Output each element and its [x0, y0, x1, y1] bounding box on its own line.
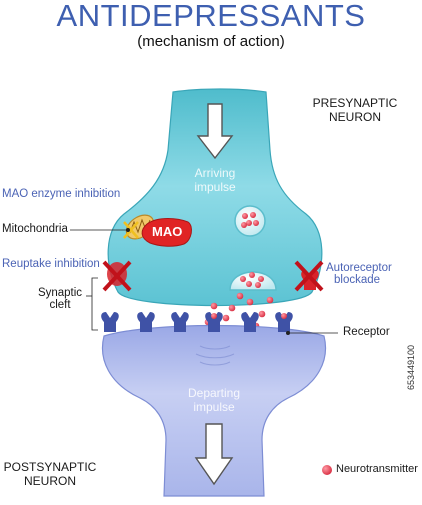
mao-inhibitor-icon: [123, 221, 139, 239]
diagram-title: ANTIDEPRESSANTS: [56, 0, 366, 33]
neurotransmitter-legend-dot: [322, 465, 332, 475]
mao-enzyme-inhibition-label: MAO enzyme inhibition: [2, 188, 121, 200]
autoreceptor-blocked: [294, 260, 324, 292]
departing-impulse-arrow: [194, 423, 234, 486]
leader-lines: [70, 227, 338, 335]
neurotransmitter-legend-label: Neurotransmitter: [336, 463, 418, 475]
mitochondria-label: Mitochondria: [2, 223, 68, 235]
mao-enzyme: [141, 218, 192, 247]
arriving-impulse-label: Arriving impulse: [194, 166, 236, 194]
docking-vesicle: [229, 271, 277, 291]
presynaptic-neuron: [107, 88, 323, 307]
synaptic-cleft-label: Synaptic cleft: [37, 287, 83, 311]
synaptic-vesicle: [234, 205, 266, 237]
postsynaptic-receptors: [101, 312, 293, 332]
presynaptic-label: PRESYNAPTIC NEURON: [312, 96, 398, 124]
reuptake-inhibition-label: Reuptake inhibition: [2, 258, 100, 270]
diagram-subtitle: (mechanism of action): [137, 33, 285, 50]
bound-neurotransmitter: [211, 313, 217, 319]
receptor-label: Receptor: [343, 326, 390, 338]
mao-label: MAO: [152, 224, 183, 239]
reuptake-transporter-blocked: [102, 260, 132, 292]
departing-impulse-label: Departing impulse: [187, 386, 241, 414]
bound-neurotransmitter: [281, 313, 287, 319]
autoreceptor-blockade-label: Autoreceptor blockade: [326, 262, 392, 286]
stock-image-id: 653449100: [406, 344, 416, 390]
membrane-ripples: [195, 345, 235, 366]
arriving-impulse-arrow: [196, 103, 234, 160]
postsynaptic-label: POSTSYNAPTIC NEURON: [3, 460, 97, 488]
